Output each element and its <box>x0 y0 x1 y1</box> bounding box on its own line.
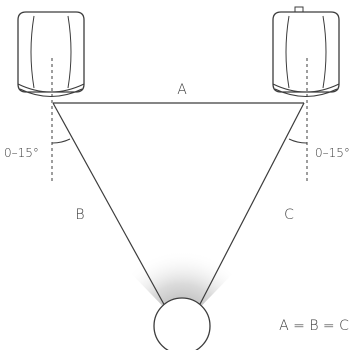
side-c-line <box>197 102 305 309</box>
listening-cone <box>120 245 244 326</box>
right-speaker-icon <box>272 6 340 97</box>
side-b-label: B <box>75 207 84 223</box>
right-angle-label: 0–15° <box>315 146 350 160</box>
listener-head-icon <box>153 297 211 350</box>
side-a-label: A <box>177 82 187 98</box>
left-angle-arc <box>51 138 71 144</box>
equation-label: A = B = C <box>279 318 349 334</box>
side-b-line <box>52 102 167 309</box>
side-c-label: C <box>284 207 294 223</box>
left-angle-label: 0–15° <box>4 146 39 160</box>
left-speaker-icon <box>17 11 85 97</box>
right-angle-arc <box>288 138 308 144</box>
